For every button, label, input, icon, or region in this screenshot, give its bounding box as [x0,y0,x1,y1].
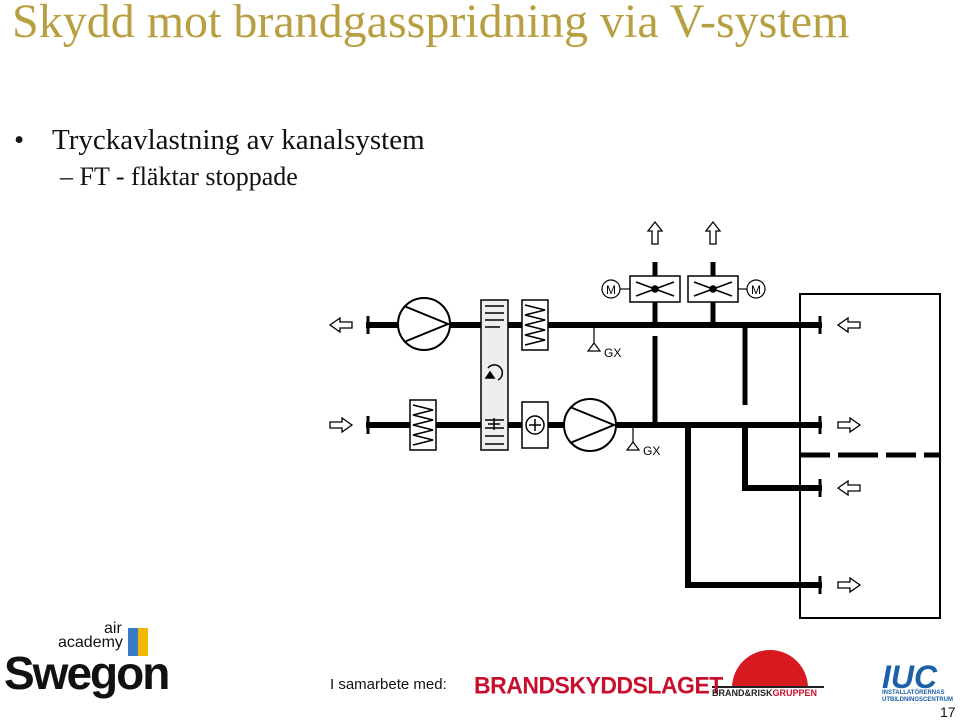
exhaust-fan [397,297,451,351]
bullet-text: Tryckavlastning av kanalsystem [52,124,425,156]
brandrisk-logo-text: BRAND&RISKGRUPPEN [712,688,817,698]
supply-filter [409,399,437,451]
academy-text: academy [58,634,123,651]
iuc-subtitle: INSTALLATÖRERNAS UTBILDNINGSCENTRUM [882,690,953,703]
arrow-building-supply-bottom [837,576,862,594]
brandskyddslaget-logo: BRANDSKYDDSLAGET [474,671,723,699]
bullet-dot: • [14,124,25,156]
brandrisk-part1: BRAND&RISK [712,688,773,698]
supply-fan [563,398,617,452]
heat-recovery-wheel [480,299,509,451]
cooperation-label: I samarbete med: [330,676,447,693]
sensor-label-1: GX [604,346,621,360]
damper-left [629,275,681,303]
brandrisk-part2: GRUPPEN [772,688,818,698]
air-text: air [104,620,122,637]
arrow-building-return-top [836,316,861,334]
exhaust-filter [521,299,549,351]
motor-label-right: M [751,283,761,297]
arrow-supply-in [329,416,354,434]
arrow-up-left [646,220,664,245]
sensor-label-2: GX [643,444,660,458]
sub-bullet-item: – FT - fläktar stoppade [60,162,298,191]
arrow-up-right [704,220,722,245]
motor-label-left: M [606,283,616,297]
iuc-logo: IUC [882,659,938,695]
page-number: 17 [940,704,956,720]
slide-title: Skydd mot brandgasspridning via V-system [12,0,850,48]
arrow-building-supply-top [837,416,862,434]
damper-right [687,275,739,303]
arrow-exhaust-out [328,316,353,334]
heater [521,401,549,449]
bullet-item: • Tryckavlastning av kanalsystem [14,124,425,157]
brandrisk-logo-icon [732,650,808,688]
swegon-logo: Swegon [4,647,170,699]
arrow-building-return-bottom [836,479,861,497]
